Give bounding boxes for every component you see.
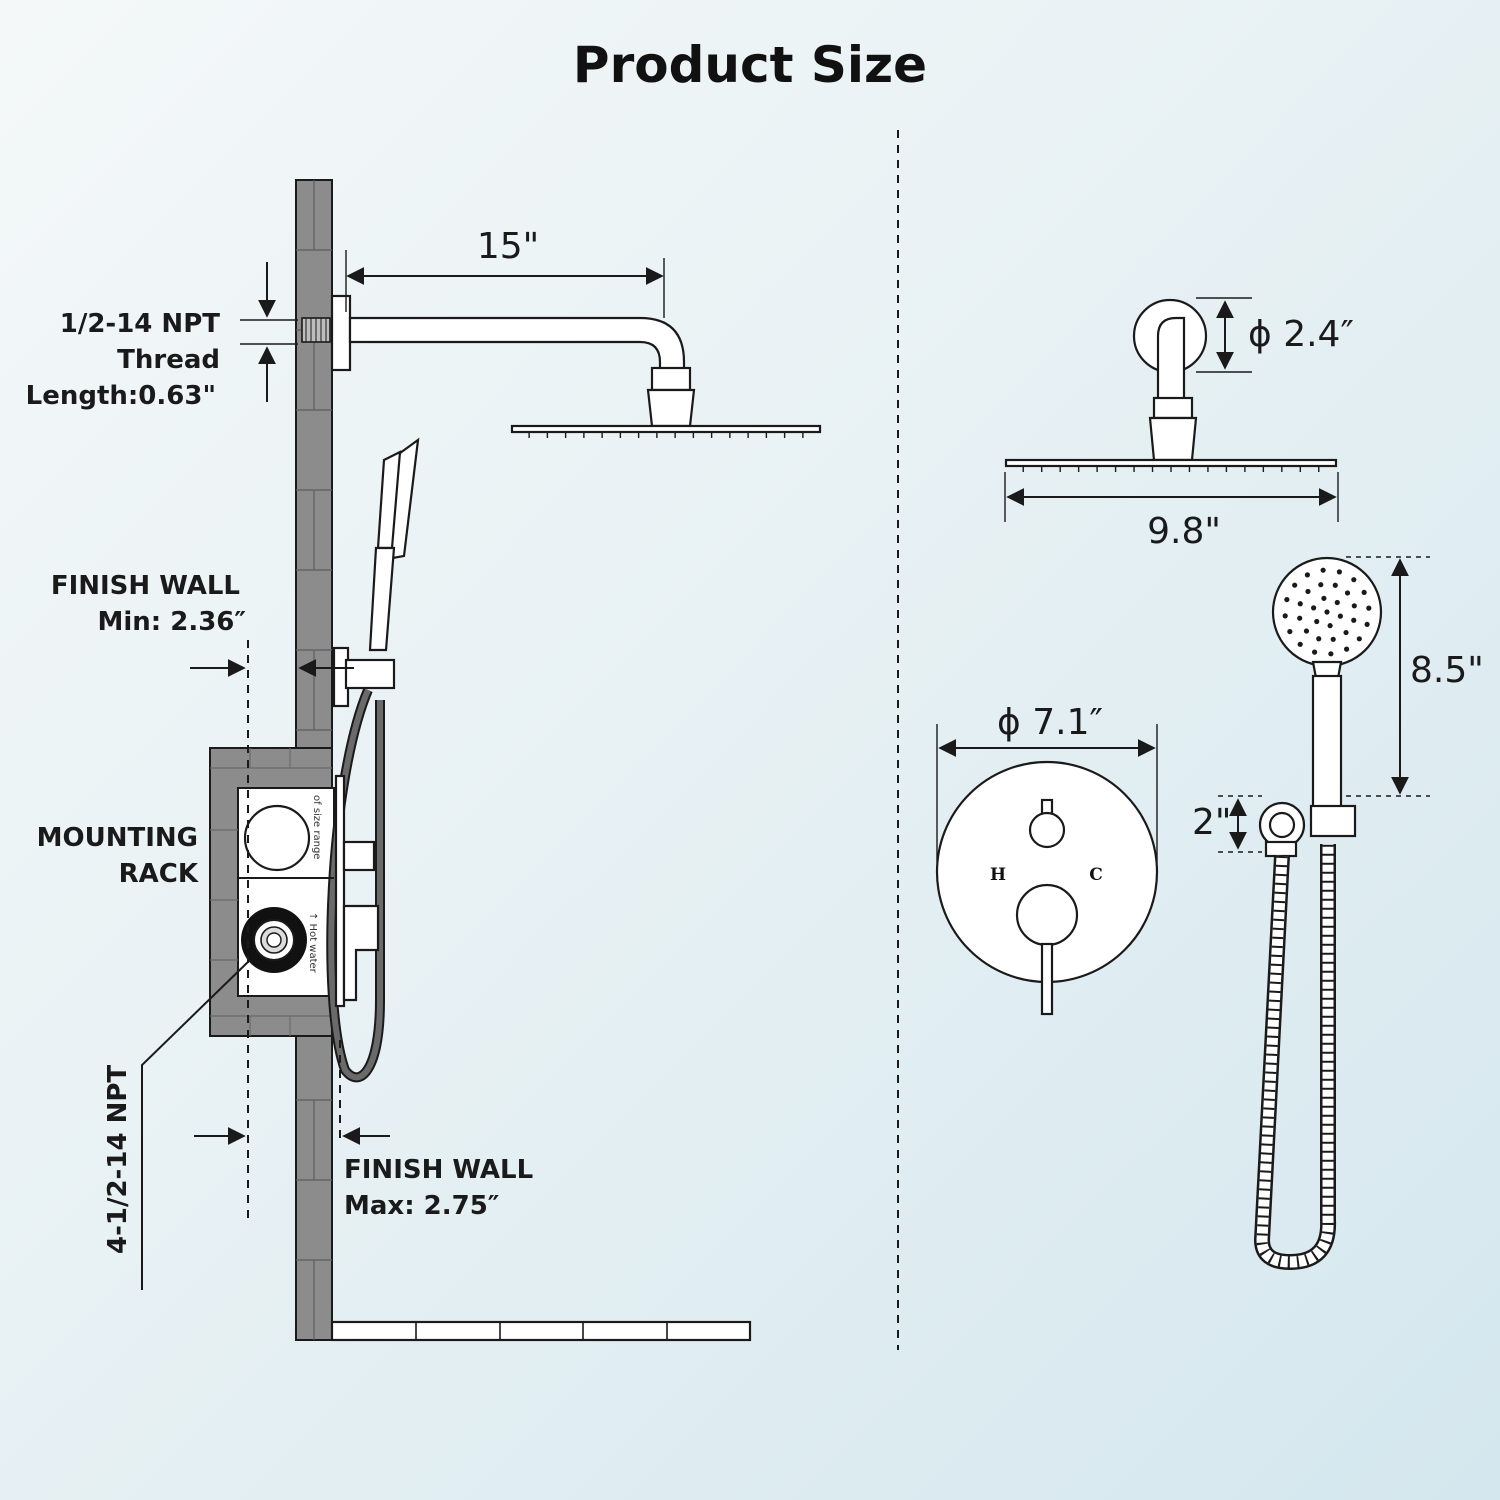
- spray-hole: [1330, 636, 1336, 642]
- svg-text:Min: 2.36″: Min: 2.36″: [97, 607, 246, 637]
- spray-hole: [1305, 588, 1311, 595]
- svg-text:MOUNTING: MOUNTING: [37, 823, 198, 853]
- spray-hole: [1324, 609, 1330, 615]
- spray-hole: [1366, 605, 1372, 611]
- svg-text:FINISH WALL: FINISH WALL: [51, 571, 240, 601]
- svg-text:RACK: RACK: [119, 859, 199, 889]
- svg-text:Length:0.63": Length:0.63": [26, 381, 216, 411]
- cold-label: C: [1089, 865, 1103, 885]
- svg-text:↑ Hot water: ↑ Hot water: [307, 912, 318, 974]
- valve-trim-front: H C: [935, 760, 1159, 1016]
- spray-hole: [1287, 628, 1293, 635]
- spray-hole: [1344, 590, 1351, 596]
- holder-height-label: 2": [1192, 802, 1231, 843]
- finish-wall-min-label: FINISH WALL Min: 2.36″: [51, 571, 246, 637]
- trim-diameter-label: ϕ 7.1″: [997, 702, 1103, 743]
- spray-hole: [1351, 617, 1357, 623]
- spray-hole: [1327, 623, 1333, 629]
- svg-text:1/2-14 NPT: 1/2-14 NPT: [60, 309, 221, 339]
- spray-hole: [1304, 572, 1311, 578]
- handheld-length-label: 8.5": [1410, 650, 1484, 691]
- spray-hole: [1351, 603, 1357, 609]
- spray-hole: [1337, 613, 1343, 619]
- svg-text:of size range: of size range: [311, 795, 322, 859]
- spray-hole: [1292, 582, 1298, 588]
- thread-label: 1/2-14 NPT Thread Length:0.63": [26, 309, 221, 411]
- hot-label: H: [990, 865, 1006, 885]
- shower-arm: [330, 294, 822, 438]
- spray-hole: [1320, 567, 1326, 573]
- inlet-thread-label: 4-1/2-14 NPT: [103, 1065, 133, 1254]
- page-title: Product Size: [573, 36, 927, 94]
- spray-hole: [1297, 641, 1303, 647]
- front-view: ϕ 2.4″ 9.8" H C ϕ 7.1″: [935, 297, 1484, 1271]
- spray-hole: [1311, 649, 1318, 655]
- svg-text:FINISH WALL: FINISH WALL: [344, 1155, 533, 1185]
- flange-diameter-label: ϕ 2.4″: [1248, 314, 1354, 355]
- spray-hole: [1343, 646, 1350, 652]
- spray-hole: [1297, 601, 1303, 607]
- spray-hole: [1321, 595, 1327, 601]
- spray-hole: [1284, 596, 1290, 603]
- arm-length-label: 15": [477, 226, 539, 267]
- spray-hole: [1328, 651, 1334, 657]
- spray-hole: [1316, 636, 1322, 642]
- spray-hole: [1361, 589, 1367, 596]
- finish-wall-max-label: FINISH WALL Max: 2.75″: [344, 1155, 533, 1221]
- spray-hole: [1314, 618, 1320, 625]
- spray-hole: [1343, 629, 1349, 636]
- spray-hole: [1318, 582, 1324, 588]
- side-view: 15" 1/2-14 NPT Thread Length:0.63": [26, 179, 822, 1342]
- shower-head-front: [1004, 298, 1338, 472]
- spray-hole: [1303, 628, 1310, 634]
- spray-hole: [1334, 599, 1340, 606]
- spray-hole: [1364, 621, 1370, 628]
- svg-text:Max: 2.75″: Max: 2.75″: [344, 1191, 499, 1221]
- spray-hole: [1332, 582, 1338, 588]
- spray-hole: [1297, 615, 1303, 621]
- shower-head-width-label: 9.8": [1147, 511, 1221, 552]
- spray-hole: [1356, 636, 1362, 642]
- spray-hole: [1282, 613, 1288, 619]
- spray-hole: [1351, 577, 1357, 583]
- valve-body-side: of size range ↑ Hot water: [238, 774, 380, 1008]
- spray-hole: [1336, 569, 1343, 575]
- mounting-rack-label: MOUNTING RACK: [37, 823, 199, 889]
- svg-text:Thread: Thread: [117, 345, 220, 375]
- handheld-shower-front: [1253, 556, 1383, 1271]
- spray-hole: [1311, 605, 1317, 611]
